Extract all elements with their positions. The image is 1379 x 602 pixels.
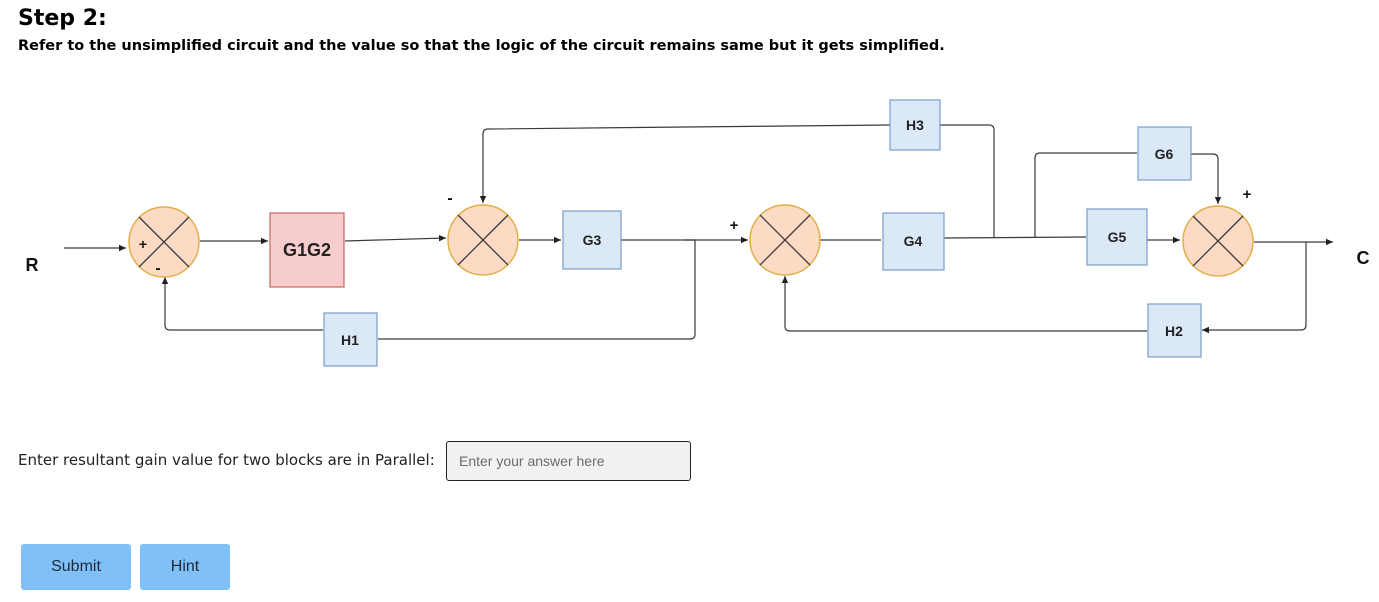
block-h2: H2 — [1147, 303, 1202, 358]
line-h1-pickoff — [378, 239, 696, 340]
block-g6-label: G6 — [1155, 146, 1174, 162]
question-label: Enter resultant gain value for two block… — [18, 451, 435, 469]
line-h3-feedback — [940, 124, 995, 237]
block-g3: G3 — [562, 210, 622, 270]
step-title: Step 2: — [18, 6, 107, 31]
block-h3: H3 — [889, 99, 941, 151]
summing-junction-4 — [1182, 205, 1254, 277]
line-h1-to-sj1 — [161, 277, 323, 331]
sign-sj3-plus: + — [730, 217, 739, 234]
block-g1g2: G1G2 — [269, 212, 345, 288]
block-g5-label: G5 — [1108, 229, 1127, 245]
line-g6-branch — [1034, 152, 1137, 238]
hint-button[interactable]: Hint — [140, 544, 230, 590]
line-g1g2-to-sj2 — [344, 235, 447, 242]
block-g1g2-label: G1G2 — [283, 240, 331, 260]
submit-button[interactable]: Submit — [21, 544, 131, 590]
block-g5: G5 — [1086, 208, 1148, 266]
line-g4-to-g5 — [943, 236, 1087, 239]
line-h2-pickoff — [1202, 242, 1307, 334]
sign-sj1-minus: - — [155, 260, 160, 277]
block-g3-label: G3 — [583, 232, 602, 248]
block-h1: H1 — [323, 312, 378, 367]
sign-sj1-plus: + — [139, 236, 147, 252]
summing-junction-1 — [128, 206, 200, 278]
summing-junction-3 — [749, 204, 821, 276]
answer-input[interactable] — [446, 441, 691, 481]
block-h3-label: H3 — [906, 117, 924, 133]
line-g6-to-sj4 — [1191, 153, 1222, 204]
block-g4-label: G4 — [904, 233, 923, 249]
block-h2-label: H2 — [1165, 323, 1183, 339]
block-g6: G6 — [1137, 126, 1192, 181]
output-label-c: C — [1357, 248, 1370, 268]
block-diagram: G1G2 G3 G4 G5 G6 H1 H2 H3 + - - + + R C — [26, 99, 1370, 367]
sign-sj2-minus: - — [447, 190, 452, 207]
block-h1-label: H1 — [341, 332, 359, 348]
instructions-text: Refer to the unsimplified circuit and th… — [18, 38, 945, 54]
sign-sj4-plus: + — [1243, 186, 1252, 203]
input-label-r: R — [26, 255, 39, 275]
line-h3-to-sj2 — [479, 124, 891, 203]
summing-junction-2 — [447, 204, 519, 276]
block-g4: G4 — [882, 212, 945, 271]
line-h2-to-sj3 — [781, 276, 1147, 332]
